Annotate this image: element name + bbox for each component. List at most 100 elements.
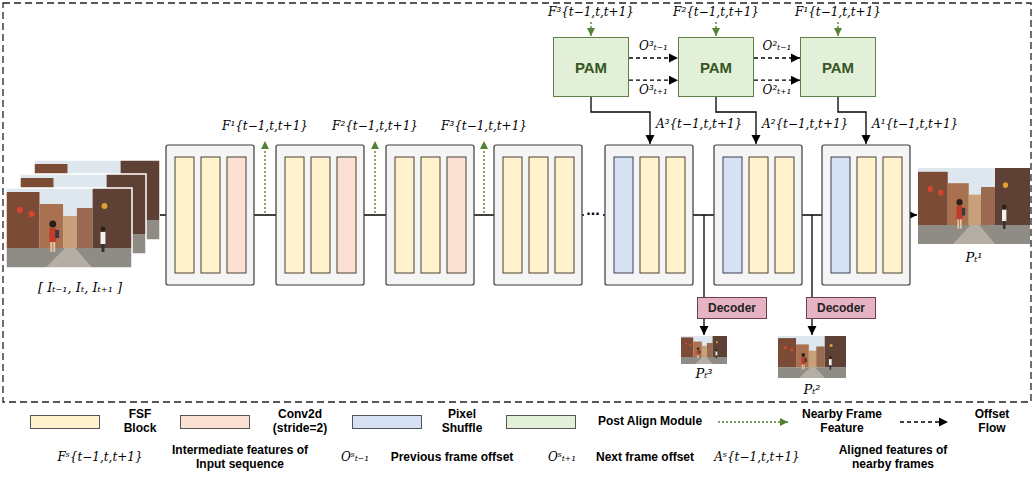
fsf-block (276, 145, 364, 285)
nearby-frame-feature-arrow (590, 22, 591, 36)
fsf-block (749, 157, 768, 273)
legend-symbol: Oˢₜ₊₁ (548, 451, 576, 465)
legend-swatch (30, 415, 100, 429)
offset-flow-arrow (629, 80, 678, 81)
fsf-block (666, 157, 685, 273)
feature-label: F¹{t−1,t,t+1} (222, 120, 308, 134)
nearby-frame-feature-arrow (837, 22, 838, 36)
legend-line-sample (900, 421, 948, 422)
node-text: Decoder (817, 301, 865, 315)
input-frames (6, 188, 132, 268)
fsf-block (529, 157, 548, 273)
legend-swatch (506, 415, 576, 429)
legend-text: Pixel Shuffle (437, 408, 487, 436)
legend-text: FSF Block (118, 408, 162, 436)
fsf-block (311, 157, 330, 273)
input-frames (6, 188, 132, 268)
legend-text: Post Align Module (598, 415, 702, 429)
fsf-block (831, 157, 850, 273)
legend-description: Next frame offset (596, 451, 694, 465)
post-align-module: PAM (553, 37, 629, 97)
aligned-feature-arrow (591, 97, 866, 144)
fsf-block (227, 157, 246, 273)
feature-label: F³{t−1,t,t+1} (441, 120, 527, 134)
output-frames (681, 336, 727, 364)
legend-swatch (180, 415, 250, 429)
nearby-frame-feature-arrow (715, 22, 716, 36)
nearby-frame-feature-arrow (264, 141, 265, 213)
node-text: Decoder (708, 301, 756, 315)
post-align-module: PAM (800, 37, 876, 97)
input-frames (6, 160, 160, 268)
aligned-feature-label: A³{t−1,t,t+1} (656, 118, 742, 132)
offset-flow-arrow (754, 57, 800, 58)
fsf-block (714, 145, 802, 285)
fsf-block (166, 145, 910, 285)
fsf-block (494, 145, 582, 285)
nearby-frame-feature-arrow (265, 22, 838, 213)
feature-label: F²{t−1,t,t+1} (332, 120, 418, 134)
fsf-block (555, 157, 574, 273)
aligned-feature-label: A²{t−1,t,t+1} (762, 118, 848, 132)
output-label: Pₜ² (803, 383, 820, 398)
legend-line-sample (718, 421, 788, 422)
legend-description: Intermediate features of Input sequence (165, 444, 315, 472)
fsf-block (447, 157, 466, 273)
fsf-block (201, 157, 220, 273)
fsf-block (337, 157, 356, 273)
fsf-block (857, 157, 876, 273)
main-flow-line (811, 215, 812, 297)
frame-border (3, 3, 1031, 402)
fsf-block (822, 145, 910, 285)
fsf-block (605, 145, 693, 285)
fsf-block (883, 157, 902, 273)
output-frames (778, 336, 846, 378)
node-text: PAM (575, 59, 607, 76)
legend-description: Previous frame offset (391, 451, 514, 465)
output-frames (918, 168, 1030, 244)
legend-description: Aligned features of nearby frames (823, 444, 963, 472)
decoder-box: Decoder (697, 297, 767, 319)
fsf-block (285, 157, 304, 273)
ellipsis: ... (586, 201, 599, 219)
aligned-feature-arrow (591, 97, 650, 144)
offset-label: O³ₜ₋₁ (639, 40, 668, 54)
main-flow-line (703, 215, 704, 297)
aligned-feature-label: A¹{t−1,t,t+1} (872, 118, 958, 132)
input-sequence-label: [ Iₜ₋₁, Iₜ, Iₜ₊₁ ] (38, 281, 122, 296)
output-label: Pₜ¹ (965, 251, 982, 266)
fsf-block (421, 157, 440, 273)
feature-label: F²{t−1,t,t+1} (673, 6, 759, 20)
fsf-block (775, 157, 794, 273)
feature-label: F³{t−1,t,t+1} (548, 6, 634, 20)
legend-swatch (352, 415, 422, 429)
nearby-frame-feature-arrow (374, 141, 375, 213)
node-text: PAM (700, 59, 732, 76)
fsf-block (175, 157, 194, 273)
fsf-block (723, 157, 742, 273)
output-label: Pₜ³ (695, 367, 712, 382)
fsf-block (166, 145, 254, 285)
node-text: PAM (822, 59, 854, 76)
offset-flow-arrow (754, 80, 800, 81)
main-flow-line (703, 319, 704, 335)
offset-label: O²ₜ₋₁ (763, 40, 792, 54)
post-align-module: PAM (678, 37, 754, 97)
legend-text: Offset Flow (966, 408, 1018, 436)
nearby-frame-feature-arrow (483, 141, 484, 213)
decoder-box: Decoder (806, 297, 876, 319)
main-flow-line (811, 319, 812, 335)
legend-symbol: Oˢₜ₋₁ (341, 451, 369, 465)
output-frames (681, 168, 1030, 378)
fsf-block (386, 145, 474, 285)
fsf-block (614, 157, 633, 273)
offset-label: O³ₜ₊₁ (639, 84, 668, 98)
legend-text: Conv2d (stride=2) (263, 408, 337, 436)
feature-label: F¹{t−1,t,t+1} (795, 6, 881, 20)
fsf-block (640, 157, 659, 273)
legend-symbol: Fˢ{t−1,t,t+1} (57, 451, 142, 465)
offset-label: O²ₜ₊₁ (763, 84, 792, 98)
offset-flow-arrow (629, 57, 678, 58)
fsf-block (503, 157, 522, 273)
